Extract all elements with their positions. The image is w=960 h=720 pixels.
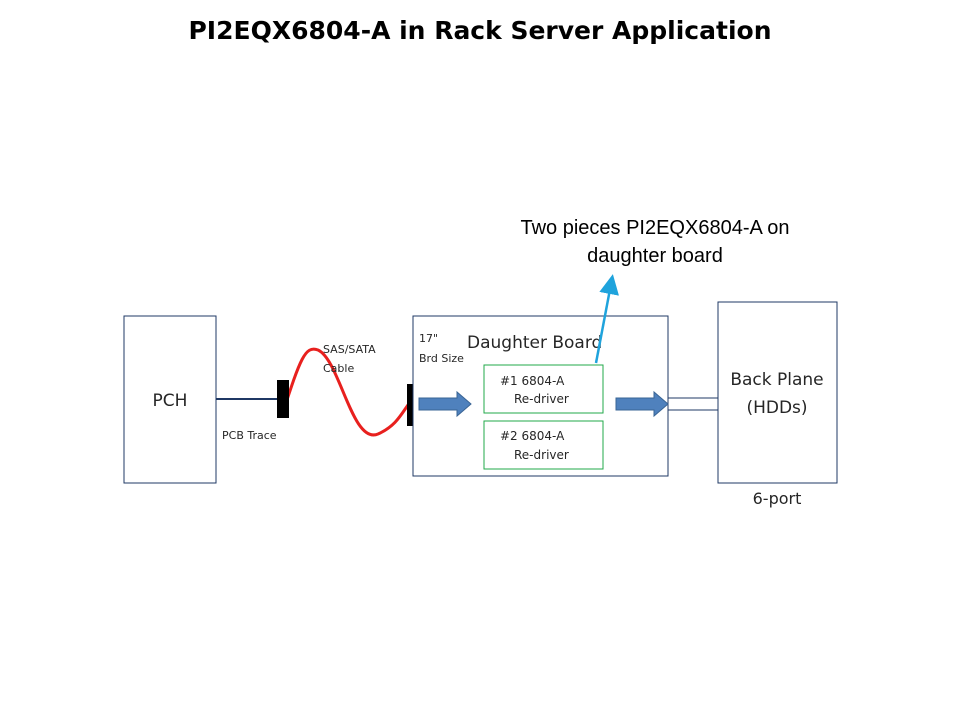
sas-sata-cable (281, 347, 415, 437)
pch-label: PCH (153, 391, 188, 411)
callout-arrow (594, 274, 619, 364)
chip-2-name: #2 6804-A (500, 429, 565, 443)
pcb-trace-label: PCB Trace (222, 429, 277, 442)
chip-1-name: #1 6804-A (500, 374, 565, 388)
callout-text-line1: Two pieces PI2EQX6804-A on (520, 217, 789, 239)
backplane-ports-label: 6-port (753, 489, 802, 508)
left-connector (277, 380, 289, 418)
output-arrow (615, 390, 669, 418)
chip-2-sub: Re-driver (514, 448, 569, 462)
cable-label-line2: Cable (323, 362, 354, 375)
chip-1-box (483, 364, 604, 414)
callout-text-line2: daughter board (587, 245, 723, 267)
board-size-line2: Brd Size (419, 352, 464, 365)
chip-2-box (483, 420, 604, 470)
cable-label-line1: SAS/SATA (323, 343, 376, 356)
backplane-label-line1: Back Plane (730, 370, 823, 390)
input-arrow (418, 390, 472, 418)
chip-1-sub: Re-driver (514, 392, 569, 406)
backplane-box (717, 301, 838, 484)
slide-title: PI2EQX6804-A in Rack Server Application (188, 16, 772, 45)
pch-box (123, 315, 217, 484)
daughter-board-title: Daughter Board (467, 333, 602, 353)
backplane-label-line2: (HDDs) (746, 398, 807, 418)
board-size-line1: 17" (419, 332, 438, 345)
